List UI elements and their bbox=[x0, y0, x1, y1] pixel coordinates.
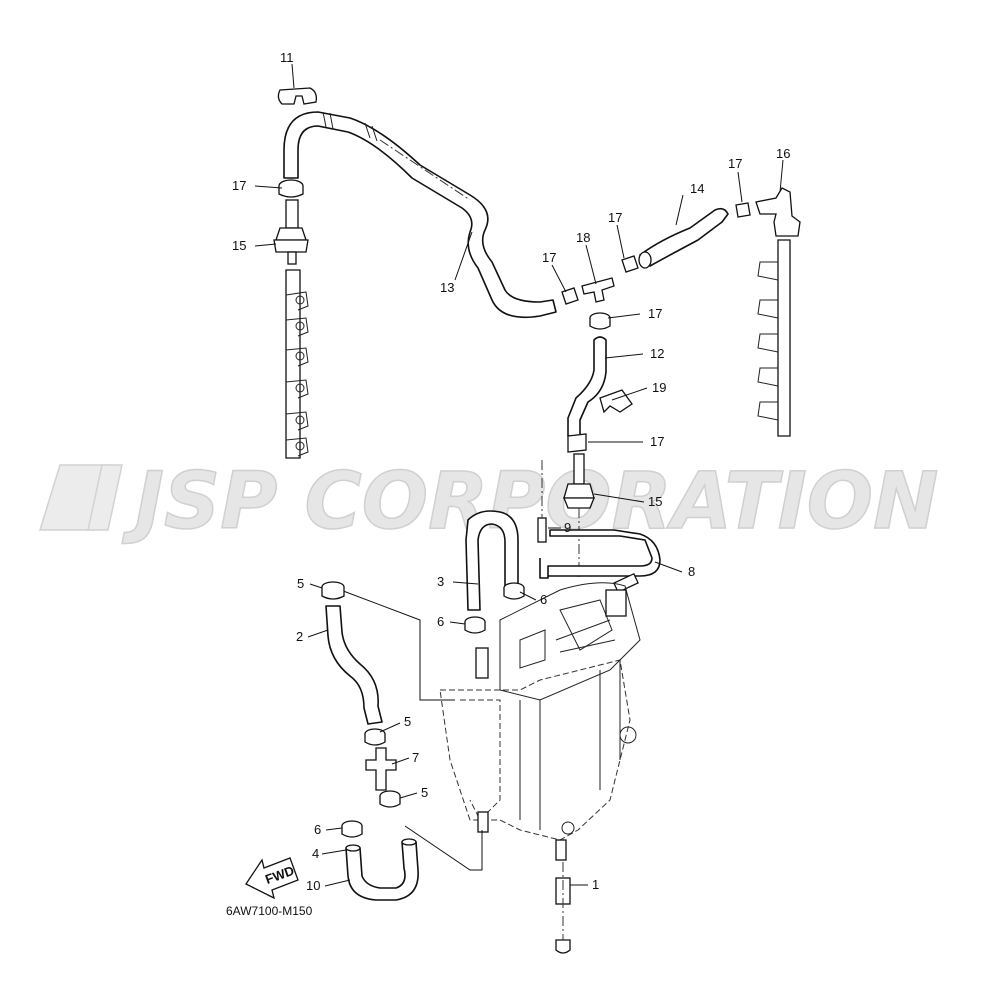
fuel-rail-right bbox=[757, 239, 791, 437]
hose-13 bbox=[283, 111, 557, 319]
clamp-17-left bbox=[278, 179, 304, 198]
callout-17: 17 bbox=[542, 250, 556, 265]
clamp-6-upper bbox=[503, 582, 525, 600]
clamp-17-mid-left bbox=[561, 287, 579, 305]
callout-18: 18 bbox=[576, 230, 590, 245]
fwd-arrow-icon: FWD bbox=[245, 857, 299, 900]
callout-5: 5 bbox=[297, 576, 304, 591]
reference-line-lower bbox=[404, 825, 483, 871]
diagram-code: 6AW7100-M150 bbox=[226, 904, 313, 918]
nipple-9 bbox=[537, 460, 547, 543]
hose-14 bbox=[638, 207, 729, 269]
tee-18 bbox=[581, 277, 615, 303]
callout-17: 17 bbox=[650, 434, 664, 449]
callout-15: 15 bbox=[648, 494, 662, 509]
clamp-17-mid-right bbox=[621, 255, 639, 273]
leader-lines bbox=[254, 63, 784, 887]
fitting-16 bbox=[755, 187, 801, 237]
fitting-15-left bbox=[273, 199, 309, 265]
vapor-separator-assembly bbox=[439, 582, 641, 861]
callout-15: 15 bbox=[232, 238, 246, 253]
callout-9: 9 bbox=[564, 520, 571, 535]
callout-1: 1 bbox=[592, 877, 599, 892]
callout-10: 10 bbox=[306, 878, 320, 893]
callout-17: 17 bbox=[608, 210, 622, 225]
pipe-1 bbox=[555, 862, 571, 954]
clip-19 bbox=[599, 389, 633, 414]
callout-6: 6 bbox=[314, 822, 321, 837]
callout-7: 7 bbox=[412, 750, 419, 765]
callout-14: 14 bbox=[690, 181, 704, 196]
callout-17: 17 bbox=[232, 178, 246, 193]
callout-2: 2 bbox=[296, 629, 303, 644]
callout-5: 5 bbox=[421, 785, 428, 800]
callout-17: 17 bbox=[728, 156, 742, 171]
callout-6: 6 bbox=[540, 592, 547, 607]
clamp-6-lower-left bbox=[341, 820, 363, 838]
callout-11: 11 bbox=[280, 50, 294, 65]
callout-4: 4 bbox=[312, 846, 319, 861]
hose-12 bbox=[567, 336, 607, 437]
callout-labels: 11 17 15 13 14 17 16 17 18 17 17 12 19 1… bbox=[226, 50, 790, 918]
callout-12: 12 bbox=[650, 346, 664, 361]
reference-line-upper bbox=[329, 585, 455, 701]
watermark-logo: JSP CORPORATION bbox=[38, 456, 939, 548]
hose-2 bbox=[325, 605, 383, 725]
clamp-17-top-right bbox=[735, 202, 751, 218]
callout-16: 16 bbox=[776, 146, 790, 161]
fuel-rail-left bbox=[285, 269, 309, 459]
watermark-text: JSP CORPORATION bbox=[122, 457, 938, 547]
callout-6: 6 bbox=[437, 614, 444, 629]
tee-7 bbox=[365, 747, 397, 791]
callout-8: 8 bbox=[688, 564, 695, 579]
callout-19: 19 bbox=[652, 380, 666, 395]
clip-11 bbox=[277, 87, 318, 105]
callout-5: 5 bbox=[404, 714, 411, 729]
callout-13: 13 bbox=[440, 280, 454, 295]
clamp-17-lower bbox=[567, 433, 587, 453]
clamp-5-lower bbox=[379, 790, 401, 808]
clamp-17-upper bbox=[589, 312, 611, 330]
clamp-6-lower bbox=[464, 616, 486, 634]
pipe-8 bbox=[539, 529, 661, 594]
clamp-5-top bbox=[321, 581, 345, 600]
callout-3: 3 bbox=[437, 574, 444, 589]
callout-17: 17 bbox=[648, 306, 662, 321]
hose-10 bbox=[345, 838, 419, 901]
